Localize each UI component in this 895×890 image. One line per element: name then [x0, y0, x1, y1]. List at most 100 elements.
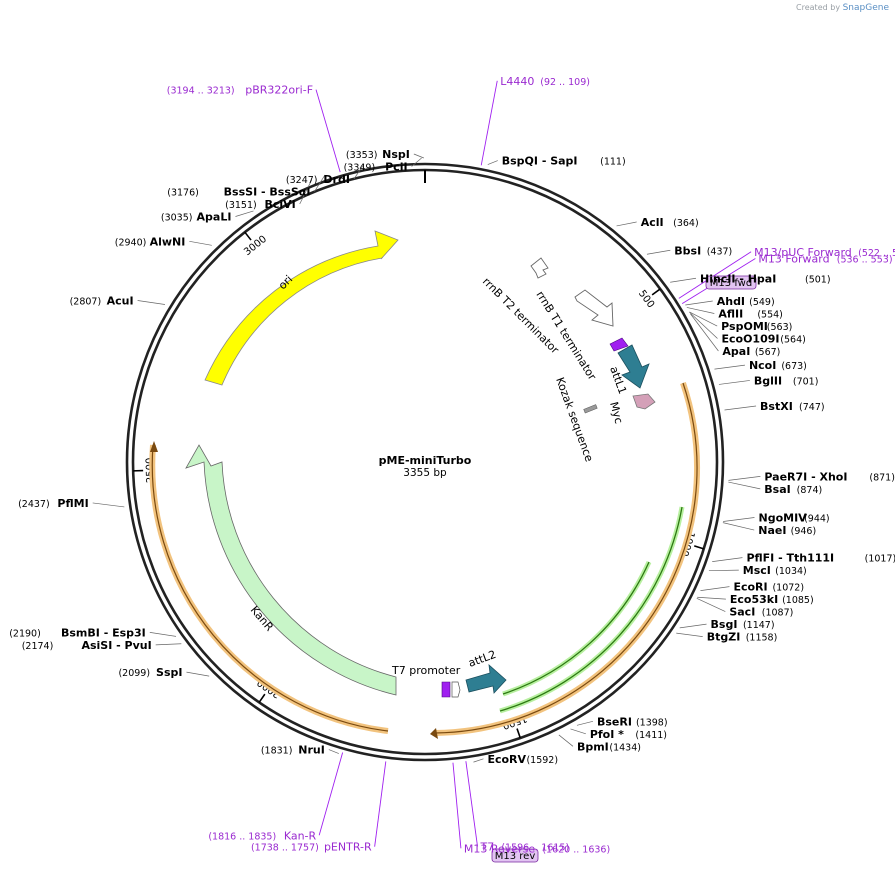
- site-name[interactable]: NgoMIV: [758, 512, 807, 525]
- primer-name[interactable]: T7: [480, 840, 495, 853]
- site-name[interactable]: EcoRI: [733, 581, 767, 594]
- primer-name[interactable]: pBR322ori-F: [245, 84, 313, 97]
- site-position: (1072): [772, 583, 804, 594]
- orf-arc-left-core: [151, 444, 389, 732]
- site-position: (1411): [635, 730, 667, 741]
- site-position: (1147): [743, 620, 775, 631]
- attl1-feature[interactable]: [617, 344, 650, 389]
- primer-name[interactable]: Kan-R: [284, 829, 317, 842]
- t7-promoter-feature[interactable]: [441, 681, 451, 698]
- site-leader: [314, 174, 326, 192]
- site-name[interactable]: AhdI: [717, 295, 745, 308]
- orf-green-inner-core: [502, 561, 650, 695]
- primer-labels: L4440(92 .. 109)pBR322ori-F(3194 .. 3213…: [167, 75, 895, 856]
- primer-name[interactable]: M13 Forward: [758, 253, 829, 266]
- orf-arc-left[interactable]: [149, 444, 389, 734]
- site-name[interactable]: AcuI: [107, 295, 134, 308]
- site-leader: [670, 277, 697, 283]
- site-name[interactable]: AlwNI: [150, 235, 186, 248]
- site-name[interactable]: PaeR7I - XhoI: [764, 470, 847, 483]
- tick-label-3000: 3000: [242, 234, 269, 258]
- created-by-text: Created by: [796, 3, 841, 12]
- kozak-feature[interactable]: [583, 404, 598, 414]
- site-position: (3247): [286, 175, 318, 186]
- site-name[interactable]: NruI: [298, 744, 325, 757]
- site-position: (3151): [225, 200, 257, 211]
- site-name[interactable]: AsiSI - PvuI: [81, 639, 151, 652]
- site-name[interactable]: BssSI - BssSαI: [224, 186, 311, 199]
- rrnb-t1-feature[interactable]: [574, 289, 614, 327]
- site-name[interactable]: PciI: [385, 161, 407, 174]
- site-position: (1158): [746, 633, 778, 644]
- site-leader: [487, 160, 498, 165]
- site-position: (747): [799, 402, 825, 413]
- site-leader: [328, 749, 339, 754]
- site-position: (554): [757, 310, 783, 321]
- primer-leader: [374, 761, 387, 847]
- site-leader: [722, 522, 755, 531]
- site-leader: [690, 313, 719, 352]
- site-leader: [570, 728, 586, 735]
- site-name[interactable]: PflMI: [57, 497, 88, 510]
- site-name[interactable]: ApaLI: [197, 211, 232, 224]
- m13-fwd-box[interactable]: [705, 275, 757, 290]
- site-name[interactable]: BsaI: [764, 483, 790, 496]
- site-leader: [696, 597, 726, 612]
- t7-promoter-label: T7 promoter: [391, 664, 461, 677]
- primer-name[interactable]: pENTR-R: [324, 841, 372, 854]
- site-name[interactable]: AclI: [641, 216, 664, 229]
- site-name[interactable]: NcoI: [749, 359, 776, 372]
- site-name[interactable]: BtgZI: [707, 631, 741, 644]
- site-position: (701): [793, 376, 819, 387]
- site-name[interactable]: NspI: [382, 148, 410, 161]
- rrnb-t2-feature[interactable]: [530, 257, 549, 279]
- site-name[interactable]: BpmI: [577, 740, 609, 753]
- site-name[interactable]: Eco53kI: [730, 593, 778, 606]
- site-name[interactable]: BspQI - SapI: [502, 155, 578, 168]
- site-position: (2174): [22, 641, 54, 652]
- site-name[interactable]: BsmBI - Esp3I: [61, 626, 146, 639]
- site-name[interactable]: PspOMI: [721, 320, 768, 333]
- site-name[interactable]: BglII: [754, 374, 782, 387]
- site-name[interactable]: SacI: [729, 606, 755, 619]
- tick-mark-500: [651, 288, 661, 296]
- myc-feature[interactable]: [632, 393, 656, 410]
- site-name[interactable]: BbsI: [674, 244, 701, 257]
- site-name[interactable]: BsgI: [711, 618, 738, 631]
- site-name[interactable]: PfoI *: [590, 728, 624, 741]
- site-name[interactable]: BstXI: [760, 400, 793, 413]
- site-name[interactable]: PflFI - Tth111I: [746, 552, 834, 565]
- site-name[interactable]: DrdI: [323, 173, 350, 186]
- m13-rev-box[interactable]: [491, 848, 539, 863]
- site-name[interactable]: BciVI: [264, 198, 295, 211]
- site-name[interactable]: SspI: [156, 666, 182, 679]
- site-position: (2437): [18, 499, 50, 510]
- site-leader: [558, 734, 574, 747]
- attl1-label: attL1: [607, 365, 629, 396]
- site-name[interactable]: MscI: [743, 564, 771, 577]
- kanr-feature[interactable]: [185, 444, 397, 696]
- site-leader: [92, 502, 125, 508]
- orf-arc-left-head: [150, 441, 158, 452]
- site-position: (437): [707, 246, 733, 257]
- site-leader: [411, 157, 422, 167]
- site-name[interactable]: ApaI: [722, 345, 750, 358]
- tick-mark-1500: [516, 728, 522, 739]
- site-leader: [137, 300, 166, 305]
- site-name[interactable]: BseRI: [597, 715, 632, 728]
- site-name[interactable]: NaeI: [758, 524, 786, 537]
- site-name[interactable]: EcoRV: [487, 753, 526, 766]
- primer-leader: [315, 89, 341, 173]
- site-position: (2190): [9, 628, 41, 639]
- primer-name[interactable]: M13/pUC Forward: [754, 246, 852, 259]
- primer-name[interactable]: M13 Reverse: [464, 842, 535, 855]
- site-name[interactable]: EcoO109I: [721, 333, 779, 346]
- site-leader: [353, 164, 365, 180]
- primer-name[interactable]: L4440: [500, 75, 534, 88]
- site-leader: [708, 569, 739, 572]
- site-name[interactable]: AflII: [718, 308, 743, 321]
- site-name[interactable]: HincII - HpaI: [700, 272, 776, 285]
- attl2-feature[interactable]: [465, 664, 507, 694]
- site-position: (871): [869, 472, 895, 483]
- ori-feature[interactable]: [204, 230, 399, 386]
